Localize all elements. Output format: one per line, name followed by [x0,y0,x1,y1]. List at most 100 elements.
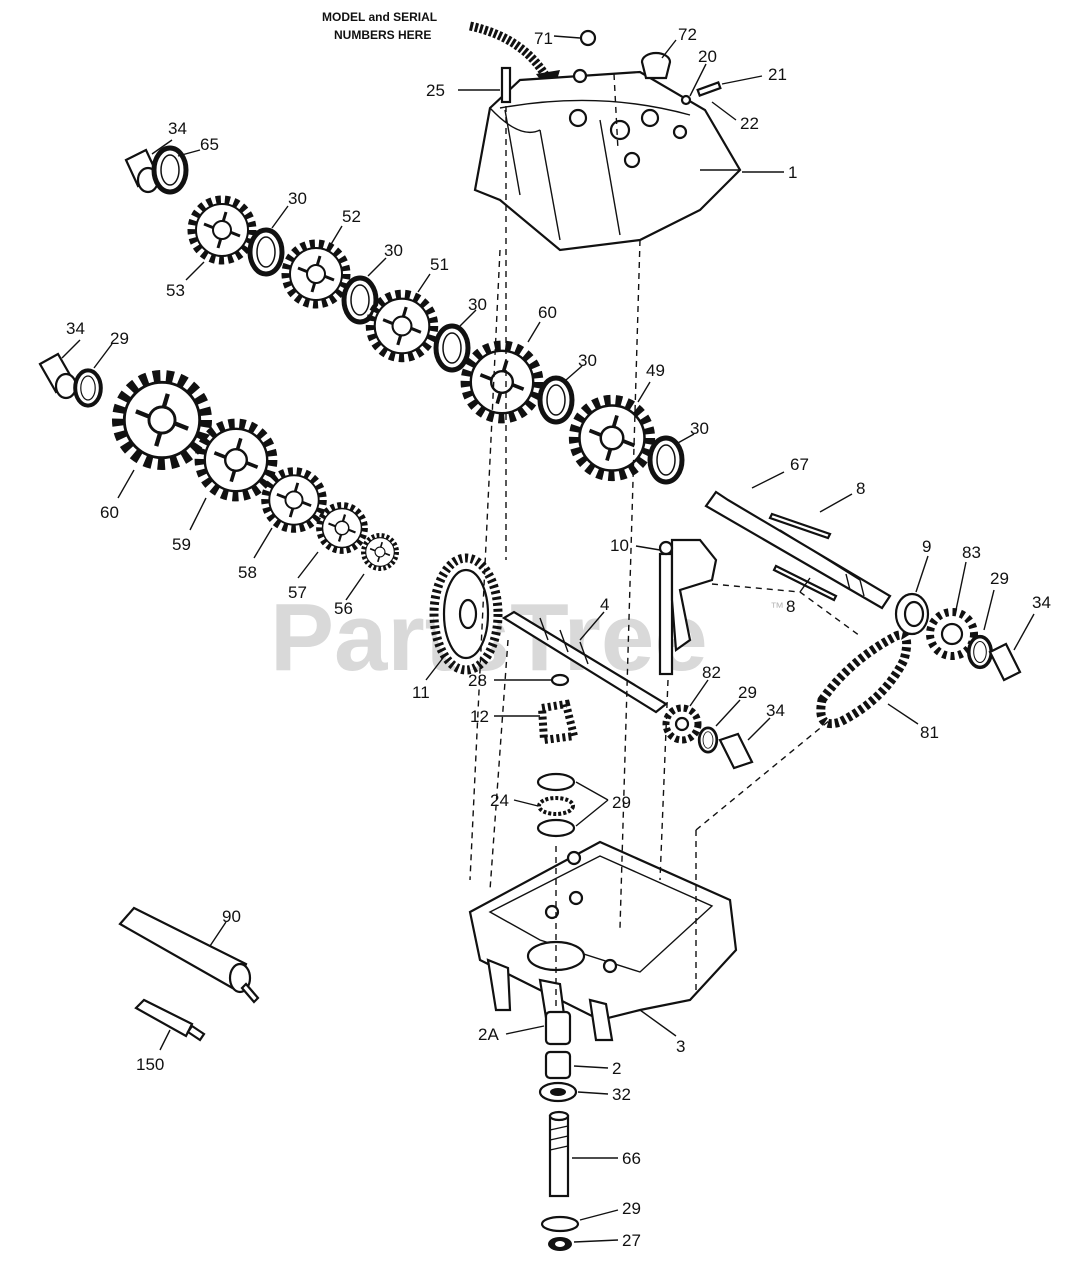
callout-29-right: 29 [990,569,1009,588]
callout-22: 22 [740,114,759,133]
callout-21: 21 [768,65,787,84]
callout-83: 83 [962,543,981,562]
ball-20 [680,94,692,106]
gear-59 [200,424,272,496]
gear-60b [119,377,206,464]
callout-12: 12 [470,707,489,726]
callout-72: 72 [678,25,697,44]
washer-32 [538,1081,578,1103]
sealant-tube-150 [134,998,206,1042]
gear-60a [466,346,538,418]
callout-57: 57 [288,583,307,602]
shift-fork-10 [658,538,718,676]
shaft-67 [704,490,892,610]
gear-53 [192,200,252,260]
transmission-cover [473,68,742,252]
callout-60-top: 60 [538,303,557,322]
callout-4: 4 [600,595,609,614]
callout-30-a: 30 [288,189,307,208]
callout-34-mid: 34 [766,701,785,720]
callout-10: 10 [610,536,629,555]
callout-34-left: 34 [66,319,85,338]
plug-71 [579,29,597,47]
note-line-1: MODEL and SERIAL [322,10,437,24]
bushing-34c [988,642,1022,682]
callout-20: 20 [698,47,717,66]
chain-81 [816,630,912,729]
washer-29d-bottom [536,818,576,838]
washer-29e [540,1215,580,1233]
callout-32: 32 [612,1085,631,1104]
bushing-34b [38,352,78,400]
sprocket-82 [662,704,702,744]
washer-30b [344,278,376,322]
callout-49: 49 [646,361,665,380]
callout-24: 24 [490,791,509,810]
gear-56 [364,536,397,569]
callout-1: 1 [788,163,797,182]
callout-29-bottom: 29 [622,1199,641,1218]
callout-8-lower: 8 [786,597,795,616]
callout-30-d: 30 [578,351,597,370]
callout-11: 11 [412,683,430,702]
transmission-housing [468,840,738,1042]
callout-9: 9 [922,537,931,556]
callout-29-left: 29 [110,329,129,348]
washer-30e [650,438,682,482]
callout-2a: 2A [478,1025,499,1044]
callout-30-c: 30 [468,295,487,314]
gear-52 [286,244,346,304]
callout-82: 82 [702,663,721,682]
washer-30a [250,230,282,274]
callout-8-upper: 8 [856,479,865,498]
sprocket-83 [926,608,978,660]
washer-29c [697,726,719,754]
callout-34-top: 34 [168,119,187,138]
watermark-trademark: ™ [770,599,784,615]
callout-66: 66 [622,1149,641,1168]
washer-29d-top [536,772,576,792]
callout-29-mid: 29 [738,683,757,702]
gear-58 [266,472,323,529]
washer-24 [537,796,575,816]
washer-29a [75,370,101,405]
callout-51: 51 [430,255,449,274]
shaft-4 [501,610,668,714]
washer-30d [540,378,572,422]
callout-59: 59 [172,535,191,554]
callout-53: 53 [166,281,185,300]
callout-71: 71 [534,29,553,48]
callout-52: 52 [342,207,361,226]
lubricant-tube-90 [118,906,260,1004]
note-arrow [469,21,552,83]
bushing-2 [544,1050,572,1080]
callout-67: 67 [790,455,809,474]
washer-30c [436,326,468,370]
callouts: 71 72 20 21 22 25 1 34 65 30 52 53 30 51… [61,25,1051,1250]
gear-57 [320,506,365,551]
washer-29b [967,634,993,670]
note-line-2: NUMBERS HERE [334,28,431,42]
vent-plug-72 [640,51,672,80]
callout-29-stack: 29 [612,793,631,812]
gear-49 [575,401,650,476]
gear-51 [371,295,434,358]
axle-66 [548,1110,570,1198]
screw-25 [500,66,512,104]
callout-30-b: 30 [384,241,403,260]
bushing-34d [718,732,754,770]
spring-21 [696,81,722,97]
callout-56: 56 [334,599,353,618]
callout-2: 2 [612,1059,621,1078]
callout-30-e: 30 [690,419,709,438]
callout-25: 25 [426,81,445,100]
callout-60-left: 60 [100,503,119,522]
callout-81: 81 [920,723,939,742]
callout-90: 90 [222,907,241,926]
bushing-2a [544,1010,572,1046]
key-8a [768,512,832,540]
callout-150: 150 [136,1055,164,1074]
washer-28 [550,673,570,687]
callout-27: 27 [622,1231,641,1250]
